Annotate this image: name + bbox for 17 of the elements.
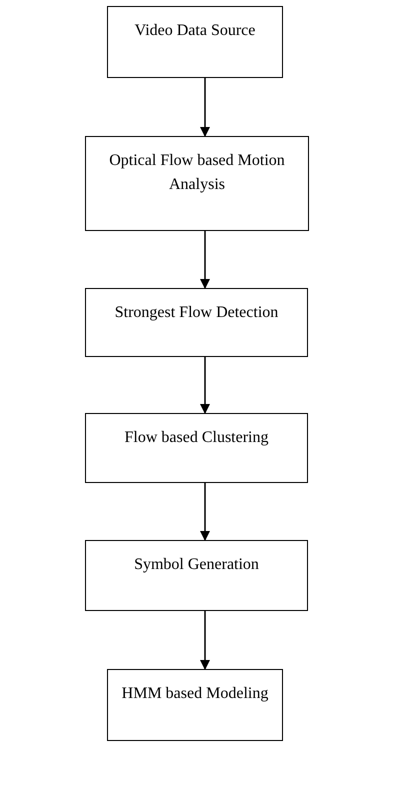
process-box — [107, 669, 283, 741]
box-label: Symbol Generation — [134, 555, 259, 575]
arrow — [200, 231, 210, 289]
process-box — [85, 288, 308, 357]
process-box — [85, 540, 308, 611]
process-box — [85, 413, 308, 483]
arrow — [200, 483, 210, 541]
arrow — [200, 611, 210, 670]
process-box — [107, 6, 283, 78]
box-label: HMM based Modeling — [122, 684, 268, 704]
box-label: Video Data Source — [134, 21, 256, 41]
box-label: Flow based Clustering — [124, 428, 268, 448]
box-label: Strongest Flow Detection — [114, 303, 278, 323]
box-label: Optical Flow based Motion Analysis — [108, 151, 286, 195]
arrow — [200, 78, 210, 137]
process-box — [85, 136, 309, 231]
arrow — [200, 357, 210, 414]
